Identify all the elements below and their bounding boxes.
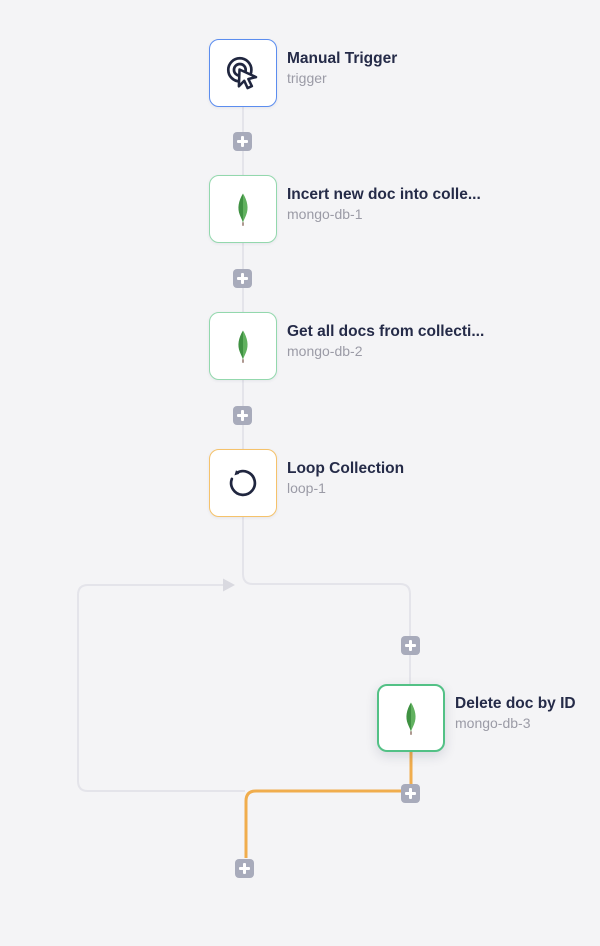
node-label-manual-trigger: Manual Trigger trigger — [287, 48, 397, 88]
wire-after-loop-orange — [244, 752, 413, 858]
node-subtitle: loop-1 — [287, 480, 326, 496]
node-title: Incert new doc into colle... — [287, 186, 481, 203]
node-label-mongo-db-2: Get all docs from collecti... mongo-db-2 — [287, 321, 484, 361]
wire-loop-return — [77, 584, 245, 792]
add-step-button-5[interactable] — [401, 784, 420, 803]
mongodb-icon — [238, 193, 248, 226]
node-label-mongo-db-1: Incert new doc into colle... mongo-db-1 — [287, 184, 481, 224]
node-subtitle: trigger — [287, 70, 327, 86]
node-title: Manual Trigger — [287, 50, 398, 67]
wire-loop-to-body — [242, 517, 411, 684]
add-step-button-2[interactable] — [233, 269, 252, 288]
node-subtitle: mongo-db-2 — [287, 343, 363, 359]
node-subtitle: mongo-db-3 — [455, 715, 531, 731]
node-label-mongo-db-3: Delete doc by ID mongo-db-3 — [455, 693, 576, 733]
mongodb-icon — [406, 702, 416, 735]
add-step-button-4[interactable] — [401, 636, 420, 655]
node-mongo-db-3[interactable] — [377, 684, 445, 752]
node-subtitle: mongo-db-1 — [287, 206, 363, 222]
node-title: Loop Collection — [287, 460, 405, 477]
node-mongo-db-2[interactable] — [209, 312, 277, 380]
loop-icon — [229, 469, 257, 497]
node-mongo-db-1[interactable] — [209, 175, 277, 243]
manual-trigger-icon — [226, 56, 258, 90]
node-label-loop-collection: Loop Collection loop-1 — [287, 458, 404, 498]
add-step-button-6[interactable] — [235, 859, 254, 878]
node-loop-collection[interactable] — [209, 449, 277, 517]
node-title: Get all docs from collecti... — [287, 323, 485, 340]
mongodb-icon — [238, 330, 248, 363]
add-step-button-1[interactable] — [233, 132, 252, 151]
add-step-button-3[interactable] — [233, 406, 252, 425]
node-manual-trigger[interactable] — [209, 39, 277, 107]
node-title: Delete doc by ID — [455, 695, 576, 712]
loop-return-arrowhead-icon — [223, 578, 235, 592]
